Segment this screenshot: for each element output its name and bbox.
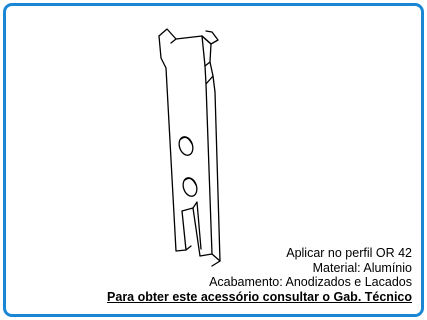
product-card: Aplicar no perfil OR 42 Material: Alumín… — [3, 3, 424, 317]
material-text: Material: Alumínio — [312, 260, 412, 275]
finish-text: Acabamento: Anodizados e Lacados — [209, 275, 412, 289]
technical-office-notice: Para obter este acessório consultar o Ga… — [107, 289, 412, 304]
product-caption: Aplicar no perfil OR 42 Material: Alumín… — [107, 246, 412, 304]
aluminium-accessory-part-icon — [158, 28, 221, 267]
profile-application-text: Aplicar no perfil OR 42 — [286, 246, 412, 260]
